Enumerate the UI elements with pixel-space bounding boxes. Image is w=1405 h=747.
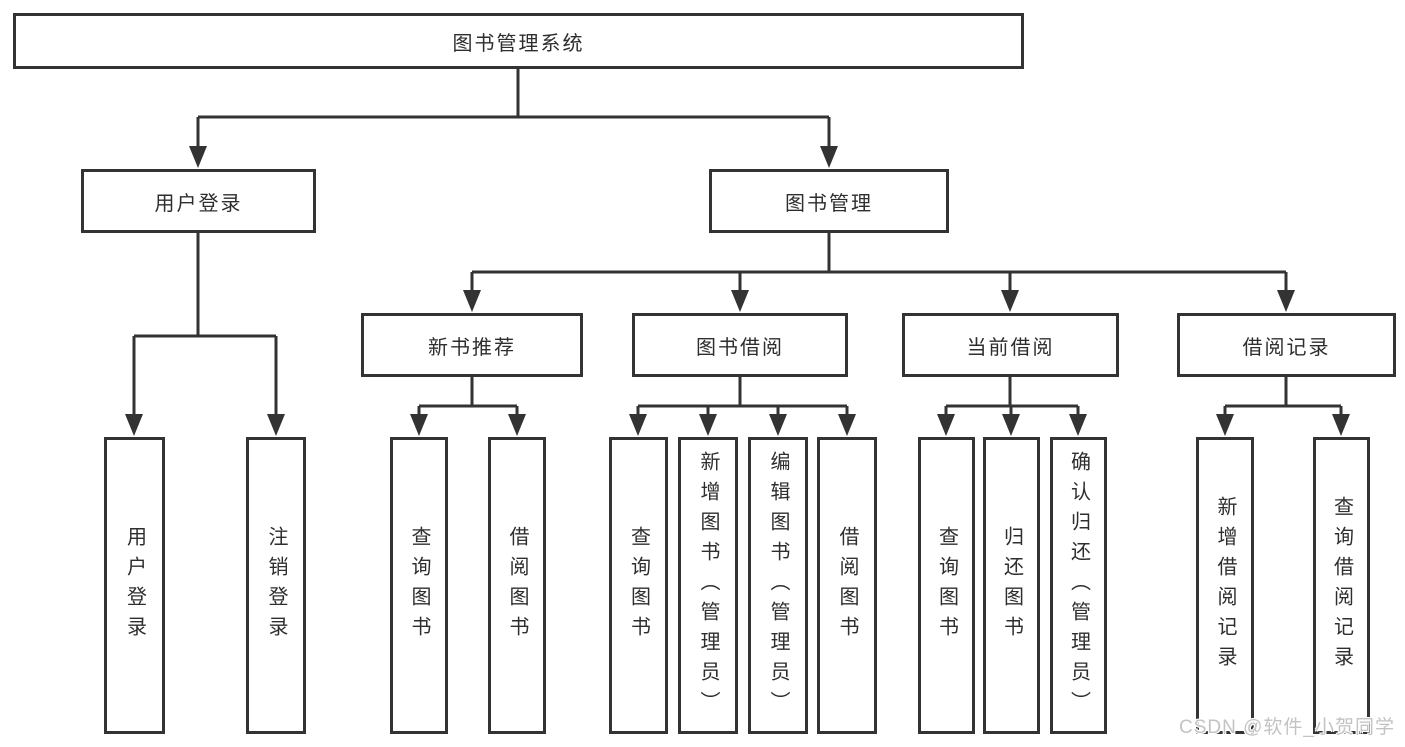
connector-bookborrow-to-leaves [636, 377, 849, 416]
leaf-br-query-record: 查询借阅记录 [1313, 437, 1370, 734]
connector-newbookrec-to-leaves [417, 377, 519, 416]
arrow-down-icon [1001, 290, 1019, 312]
leaf-bb-edit-book-admin: 编辑图书（管理员） [748, 437, 808, 734]
node-book-management: 图书管理 [709, 169, 949, 233]
leaf-user-login: 用户登录 [104, 437, 165, 734]
leaf-nbr-borrow-book: 借阅图书 [488, 437, 546, 734]
arrow-down-icon [267, 414, 285, 436]
arrow-down-icon [463, 290, 481, 312]
connector-root-to-level1 [196, 69, 831, 148]
arrow-down-icon [699, 414, 717, 436]
leaf-cb-query-book: 查询图书 [918, 437, 975, 734]
leaf-bb-borrow-book: 借阅图书 [817, 437, 877, 734]
arrowheads [125, 146, 1350, 436]
arrow-down-icon [629, 414, 647, 436]
connector-userlogin-to-leaves [132, 233, 278, 416]
arrow-down-icon [1216, 414, 1234, 436]
leaf-cb-confirm-return-admin: 确认归还（管理员） [1050, 437, 1107, 734]
connector-borrowrecords-to-leaves [1223, 377, 1343, 416]
node-root-library-system: 图书管理系统 [13, 13, 1024, 69]
arrow-down-icon [125, 414, 143, 436]
arrow-down-icon [838, 414, 856, 436]
arrow-down-icon [1002, 414, 1020, 436]
arrow-down-icon [189, 146, 207, 168]
node-current-borrowing: 当前借阅 [902, 313, 1119, 377]
arrow-down-icon [731, 290, 749, 312]
arrow-down-icon [410, 414, 428, 436]
arrow-down-icon [1069, 414, 1087, 436]
leaf-cb-return-book: 归还图书 [983, 437, 1040, 734]
leaf-br-add-record: 新增借阅记录 [1196, 437, 1254, 734]
connector-bookmgmt-to-level2 [470, 233, 1288, 292]
arrow-down-icon [1277, 290, 1295, 312]
leaf-bb-add-book-admin: 新增图书（管理员） [678, 437, 738, 734]
watermark: CSDN @软件_小贺同学 [1179, 717, 1395, 738]
leaf-logout: 注销登录 [246, 437, 306, 734]
node-book-borrowing: 图书借阅 [632, 313, 848, 377]
arrow-down-icon [1332, 414, 1350, 436]
connector-currentborrow-to-leaves [944, 377, 1080, 416]
leaf-nbr-query-book: 查询图书 [390, 437, 448, 734]
leaf-bb-query-book: 查询图书 [609, 437, 668, 734]
arrow-down-icon [769, 414, 787, 436]
node-borrowing-records: 借阅记录 [1177, 313, 1396, 377]
arrow-down-icon [508, 414, 526, 436]
node-new-book-recommend: 新书推荐 [361, 313, 583, 377]
arrow-down-icon [937, 414, 955, 436]
node-user-login: 用户登录 [81, 169, 316, 233]
arrow-down-icon [820, 146, 838, 168]
